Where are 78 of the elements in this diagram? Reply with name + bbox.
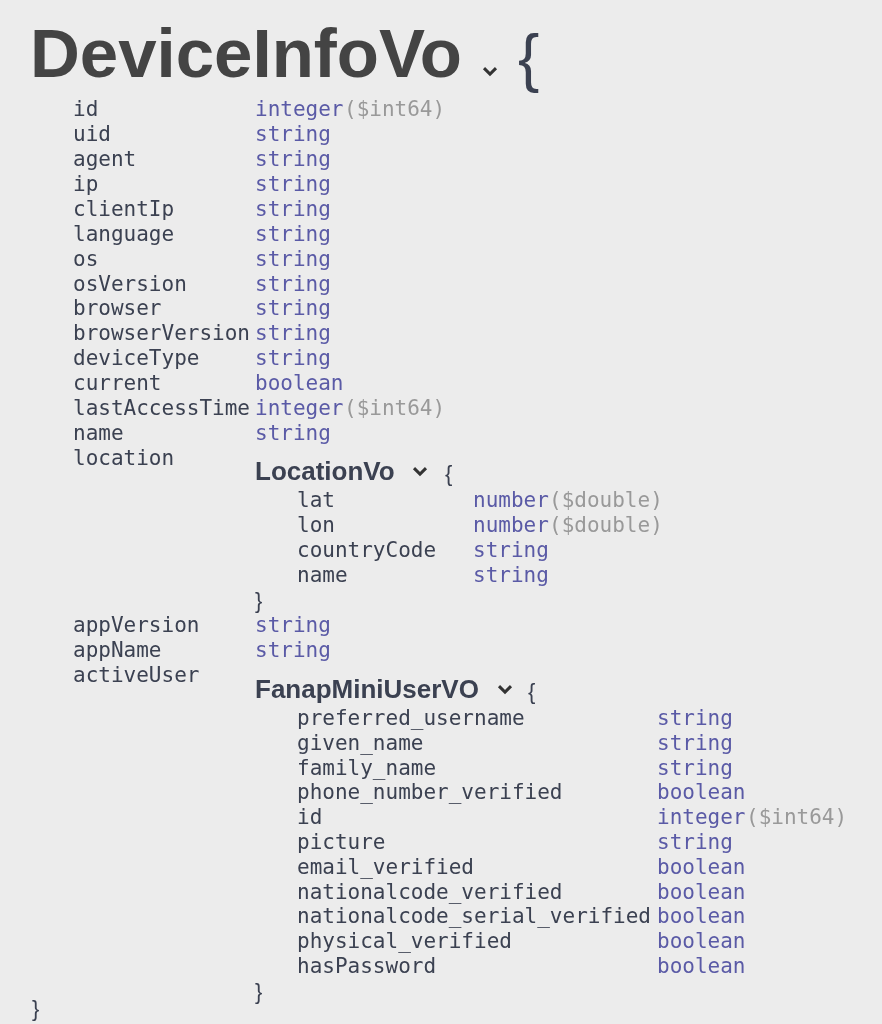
property-type: boolean [255,371,344,395]
property-type: number [473,513,549,537]
property-name: nationalcode_serial_verified [297,904,651,928]
property-format: ($int64) [746,805,848,829]
property-name: ip [73,172,99,196]
model-title: LocationVo [255,456,395,486]
property-name: activeUser [73,663,200,687]
property-name: location [73,446,175,470]
property-name: lastAccessTime [73,396,250,420]
property-name: email_verified [297,855,474,879]
property-format: ($double) [549,513,663,537]
property-name: appName [73,638,162,662]
property-type: string [255,638,331,662]
property-type: integer [255,97,344,121]
property-type: number [473,488,549,512]
property-type: string [255,122,331,146]
property-type: boolean [657,954,746,978]
model-title: DeviceInfoVo [30,14,462,94]
property-type: string [255,296,331,320]
property-type: string [255,197,331,221]
property-format: ($int64) [344,396,446,420]
property-name: physical_verified [297,929,512,953]
property-name: language [73,222,175,246]
property-format: ($double) [549,488,663,512]
brace: { [528,679,536,703]
property-name: osVersion [73,272,187,296]
property-type: boolean [657,904,746,928]
property-type: string [657,731,733,755]
property-name: phone_number_verified [297,780,563,804]
property-name: preferred_username [297,706,525,730]
property-name: lon [297,513,335,537]
property-name: current [73,371,162,395]
property-name: browserVersion [73,321,250,345]
property-name: given_name [297,731,424,755]
property-name: picture [297,830,386,854]
property-type: string [255,346,331,370]
property-type: string [657,830,733,854]
property-format: ($int64) [344,97,446,121]
property-type: string [255,613,331,637]
property-name: countryCode [297,538,437,562]
property-name: uid [73,122,111,146]
property-name: id [297,805,323,829]
property-type: string [255,172,331,196]
brace: { [518,23,540,93]
property-name: os [73,247,99,271]
property-type: string [255,222,331,246]
property-type: string [473,538,549,562]
property-type: boolean [657,880,746,904]
property-type: boolean [657,929,746,953]
property-name: clientIp [73,197,175,221]
property-name: lat [297,488,335,512]
brace: } [255,979,263,1003]
property-type: string [255,247,331,271]
property-name: id [73,97,99,121]
property-name: appVersion [73,613,200,637]
property-name: family_name [297,756,437,780]
property-type: string [255,272,331,296]
property-name: deviceType [73,346,200,370]
brace: } [32,996,40,1020]
property-type: string [657,756,733,780]
property-type: string [657,706,733,730]
property-type: string [473,563,549,587]
brace: { [445,461,453,485]
property-name: agent [73,147,137,171]
property-type: boolean [657,780,746,804]
property-type: integer [255,396,344,420]
property-name: name [297,563,348,587]
property-type: string [255,147,331,171]
model-title: FanapMiniUserVO [255,674,479,704]
property-name: hasPassword [297,954,437,978]
property-type: integer [657,805,746,829]
property-type: boolean [657,855,746,879]
property-name: browser [73,296,162,320]
property-type: string [255,321,331,345]
property-type: string [255,421,331,445]
brace: } [255,588,263,612]
property-name: nationalcode_verified [297,880,563,904]
property-name: name [73,421,124,445]
